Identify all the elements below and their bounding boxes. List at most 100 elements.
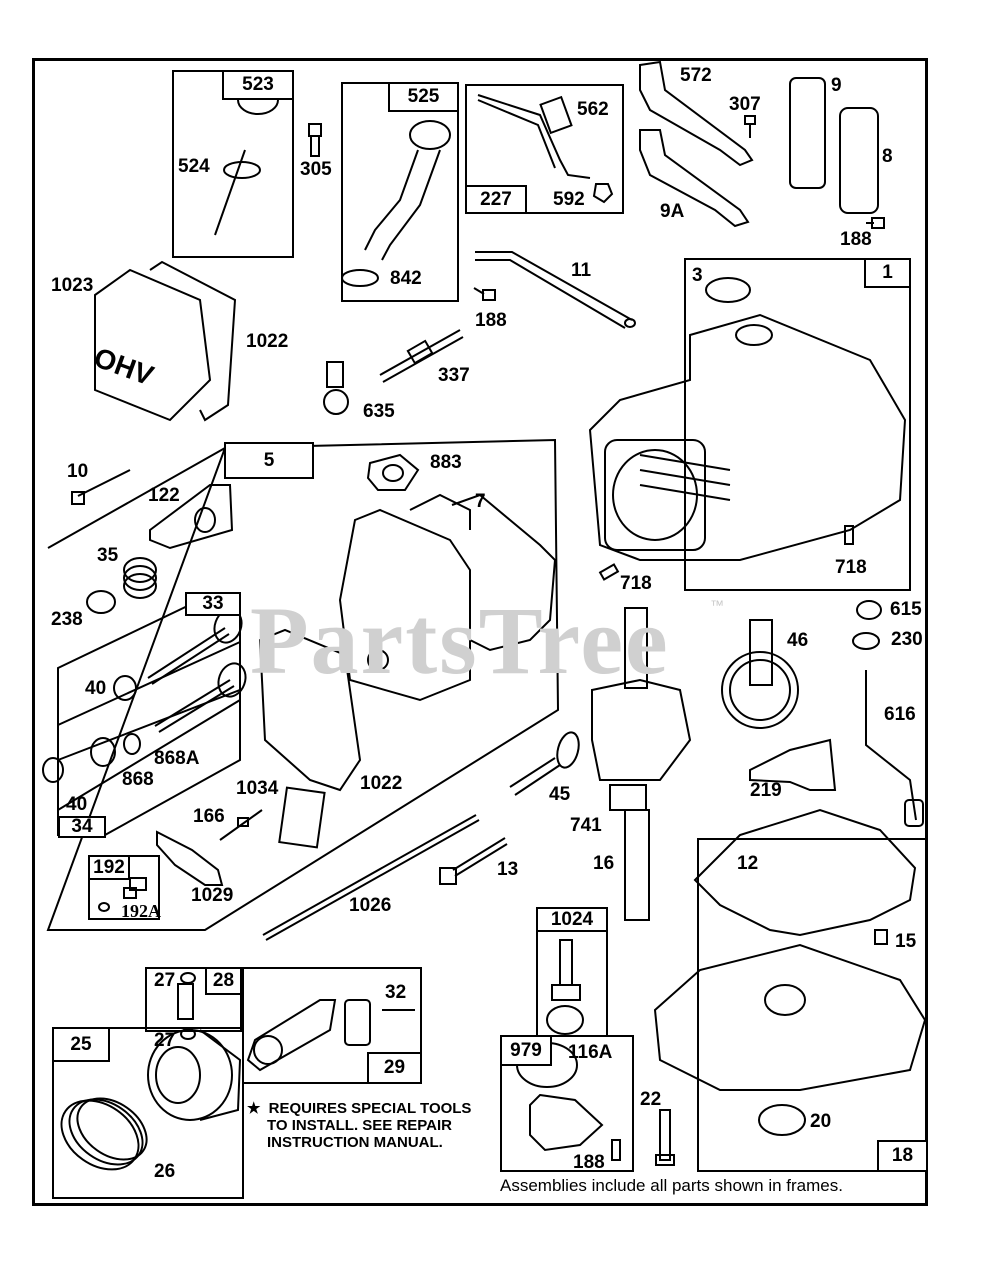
frame-227 bbox=[465, 84, 624, 214]
clip-27b-part bbox=[180, 1028, 196, 1040]
part-label-46[interactable]: 46 bbox=[787, 630, 809, 651]
assembly-tag-29[interactable]: 29 bbox=[367, 1052, 422, 1084]
part-label-1034[interactable]: 1034 bbox=[236, 778, 279, 799]
part-label-1026[interactable]: 1026 bbox=[349, 895, 392, 916]
assembly-tag-227[interactable]: 227 bbox=[465, 185, 527, 214]
cylinder-head-part bbox=[338, 493, 471, 702]
star-icon: ★ bbox=[247, 1100, 261, 1117]
assembly-tag-33[interactable]: 33 bbox=[185, 592, 241, 616]
assembly-tag-525[interactable]: 525 bbox=[388, 82, 459, 112]
assembly-tag-5[interactable]: 5 bbox=[224, 442, 314, 479]
piston-pin-part bbox=[177, 983, 194, 1020]
svg-text:OHV: OHV bbox=[90, 342, 158, 392]
gasket-9a-part bbox=[639, 129, 750, 228]
part-label-40-upper[interactable]: 40 bbox=[85, 678, 107, 699]
part-label-635[interactable]: 635 bbox=[363, 401, 395, 422]
part-label-238[interactable]: 238 bbox=[51, 609, 83, 630]
stud-166-part bbox=[219, 809, 263, 841]
pushrod-part bbox=[262, 814, 477, 936]
part-label-868[interactable]: 868 bbox=[122, 769, 154, 790]
part-label-305[interactable]: 305 bbox=[300, 159, 332, 180]
valve-spring-part bbox=[123, 557, 157, 599]
part-label-32[interactable]: 32 bbox=[385, 982, 407, 1003]
part-label-562[interactable]: 562 bbox=[577, 99, 609, 120]
part-label-35[interactable]: 35 bbox=[97, 545, 119, 566]
camshaft-part bbox=[721, 619, 799, 729]
part-label-192a[interactable]: 192A bbox=[121, 901, 161, 921]
part-label-572[interactable]: 572 bbox=[680, 65, 712, 86]
frame-1 bbox=[684, 258, 911, 591]
part-label-45[interactable]: 45 bbox=[549, 784, 571, 805]
part-label-15[interactable]: 15 bbox=[895, 931, 917, 952]
part-label-307[interactable]: 307 bbox=[729, 94, 761, 115]
assembly-tag-34[interactable]: 34 bbox=[58, 816, 106, 838]
part-label-1022-cover[interactable]: 1022 bbox=[246, 331, 289, 352]
part-label-11[interactable]: 11 bbox=[571, 260, 592, 281]
part-label-26[interactable]: 26 bbox=[154, 1161, 176, 1182]
part-label-3[interactable]: 3 bbox=[692, 265, 703, 286]
assembly-tag-979[interactable]: 979 bbox=[500, 1035, 552, 1066]
part-label-592[interactable]: 592 bbox=[553, 189, 585, 210]
part-label-524[interactable]: 524 bbox=[178, 156, 210, 177]
part-label-188-bottom[interactable]: 188 bbox=[573, 1152, 605, 1173]
part-label-616[interactable]: 616 bbox=[884, 704, 916, 725]
assembly-tag-18[interactable]: 18 bbox=[877, 1140, 928, 1172]
part-label-27-piston[interactable]: 27 bbox=[154, 1030, 176, 1051]
part-label-1023[interactable]: 1023 bbox=[51, 275, 94, 296]
frame-28 bbox=[145, 967, 242, 1032]
note-line-1: REQUIRES SPECIAL TOOLS bbox=[268, 1100, 472, 1117]
seal-20-part bbox=[758, 1104, 806, 1136]
assembly-tag-25[interactable]: 25 bbox=[52, 1027, 110, 1062]
frame-29 bbox=[242, 967, 422, 1084]
part-label-7[interactable]: 7 bbox=[475, 491, 486, 512]
part-label-166[interactable]: 166 bbox=[193, 806, 225, 827]
part-label-9[interactable]: 9 bbox=[831, 75, 842, 96]
assembly-tag-1[interactable]: 1 bbox=[864, 258, 911, 288]
washer-230-part bbox=[852, 632, 880, 650]
seal-615-part bbox=[856, 600, 882, 620]
part-label-40-lower[interactable]: 40 bbox=[66, 794, 88, 815]
part-label-16[interactable]: 16 bbox=[593, 853, 615, 874]
assembly-tag-28[interactable]: 28 bbox=[205, 967, 242, 995]
assembly-tag-192[interactable]: 192 bbox=[88, 855, 130, 880]
part-label-230[interactable]: 230 bbox=[891, 629, 923, 650]
plate-1034-part bbox=[278, 786, 326, 849]
part-label-188-mid[interactable]: 188 bbox=[475, 310, 507, 331]
part-label-116a[interactable]: 116A bbox=[568, 1042, 613, 1063]
part-label-8[interactable]: 8 bbox=[882, 146, 893, 167]
part-label-13[interactable]: 13 bbox=[497, 859, 519, 880]
assembly-tag-523[interactable]: 523 bbox=[222, 70, 294, 100]
cover-8-part bbox=[839, 107, 879, 214]
bolt-188-part bbox=[866, 217, 885, 229]
valve-cap-part bbox=[86, 590, 116, 614]
part-label-12[interactable]: 12 bbox=[737, 853, 759, 874]
special-tools-note: ★ REQUIRES SPECIAL TOOLS TO INSTALL. SEE… bbox=[247, 1100, 471, 1151]
part-label-22[interactable]: 22 bbox=[640, 1089, 662, 1110]
part-label-122[interactable]: 122 bbox=[148, 485, 180, 506]
part-label-188-top[interactable]: 188 bbox=[840, 229, 872, 250]
crankshaft-part bbox=[591, 607, 692, 921]
part-label-10[interactable]: 10 bbox=[67, 461, 89, 482]
part-label-741[interactable]: 741 bbox=[570, 815, 602, 836]
part-label-9a[interactable]: 9A bbox=[660, 201, 685, 222]
part-label-27-top[interactable]: 27 bbox=[154, 970, 176, 991]
frame-18 bbox=[697, 838, 928, 1172]
part-label-615[interactable]: 615 bbox=[890, 599, 922, 620]
part-label-20[interactable]: 20 bbox=[810, 1111, 832, 1132]
pin-45-part bbox=[509, 731, 580, 796]
part-label-718-right[interactable]: 718 bbox=[835, 557, 867, 578]
exhaust-valve-part bbox=[154, 662, 247, 733]
part-label-1022-head[interactable]: 1022 bbox=[360, 773, 403, 794]
part-label-219[interactable]: 219 bbox=[750, 780, 782, 801]
adjuster-192-part bbox=[98, 877, 147, 912]
gasket-572-part bbox=[639, 60, 754, 167]
part-label-868a[interactable]: 868A bbox=[154, 748, 200, 769]
part-label-883[interactable]: 883 bbox=[430, 452, 462, 473]
gasket-883-part bbox=[366, 453, 420, 491]
part-label-842[interactable]: 842 bbox=[390, 268, 422, 289]
part-label-718-left[interactable]: 718 bbox=[620, 573, 652, 594]
part-label-337[interactable]: 337 bbox=[438, 365, 470, 386]
part-label-1029[interactable]: 1029 bbox=[191, 885, 234, 906]
rocker-arm-part bbox=[156, 830, 224, 886]
assembly-tag-1024[interactable]: 1024 bbox=[536, 907, 608, 932]
